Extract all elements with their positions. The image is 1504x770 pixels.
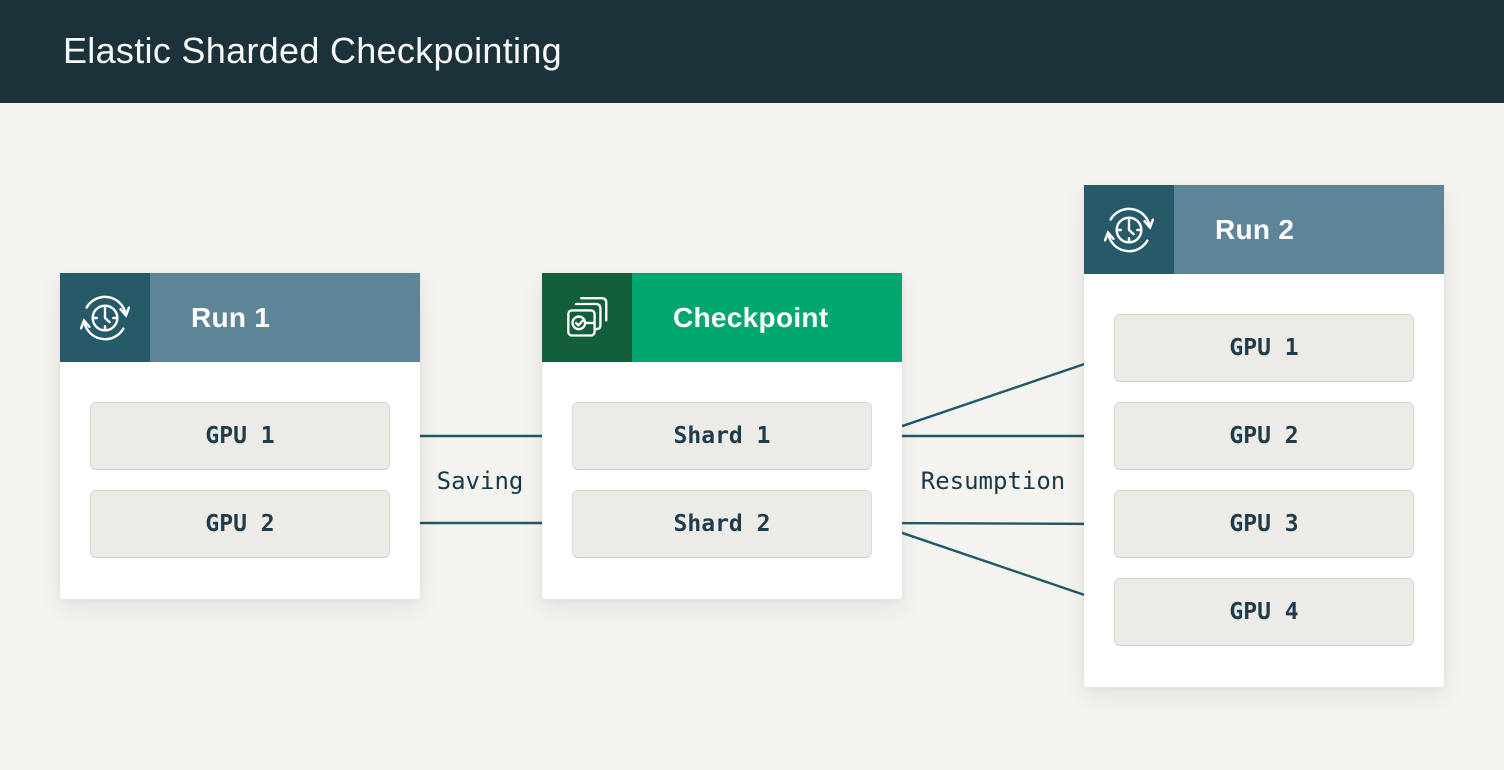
sync-clock-icon xyxy=(60,273,150,362)
card-run-2-title: Run 2 xyxy=(1215,213,1295,245)
flow-arrow-resumption xyxy=(872,518,1113,529)
card-checkpoint-title: Checkpoint xyxy=(673,301,829,333)
node-label: Shard 2 xyxy=(673,511,771,537)
card-checkpoint: Checkpoint Shard 1 Shard 2 xyxy=(542,273,902,599)
flow-arrow-resumption xyxy=(872,352,1113,438)
page-title: Elastic Sharded Checkpointing xyxy=(63,30,562,71)
card-run-1-body: GPU 1 GPU 2 xyxy=(60,362,420,558)
sync-clock-icon xyxy=(1084,185,1174,274)
node-box-gpu-1: GPU 1 xyxy=(1114,314,1414,382)
checkpoint-stack-icon xyxy=(542,273,632,362)
card-run-1-header: Run 1 xyxy=(60,273,420,362)
node-label: GPU 2 xyxy=(1229,423,1299,449)
node-box-gpu-2: GPU 2 xyxy=(90,490,390,558)
node-label: GPU 4 xyxy=(1229,599,1299,625)
title-bar: Elastic Sharded Checkpointing xyxy=(0,0,1504,103)
node-box-gpu-4: GPU 4 xyxy=(1114,578,1414,646)
card-run-2: Run 2 GPU 1 GPU 2 GPU 3 GPU 4 xyxy=(1084,185,1444,687)
card-run-1-band: Run 1 xyxy=(150,273,420,362)
node-label: Shard 1 xyxy=(673,423,771,449)
node-box-gpu-1: GPU 1 xyxy=(90,402,390,470)
card-checkpoint-band: Checkpoint xyxy=(632,273,902,362)
card-checkpoint-header: Checkpoint xyxy=(542,273,902,362)
card-run-2-band: Run 2 xyxy=(1174,185,1444,274)
card-run-1-title: Run 1 xyxy=(191,301,271,333)
node-box-gpu-2: GPU 2 xyxy=(1114,402,1414,470)
node-box-shard-2: Shard 2 xyxy=(572,490,872,558)
node-label: GPU 2 xyxy=(205,511,275,537)
node-label: GPU 1 xyxy=(1229,335,1299,361)
resumption-label: Resumption xyxy=(920,467,1066,495)
node-label: GPU 1 xyxy=(205,423,275,449)
saving-label: Saving xyxy=(436,467,524,495)
node-box-gpu-3: GPU 3 xyxy=(1114,490,1414,558)
card-run-1: Run 1 GPU 1 GPU 2 xyxy=(60,273,420,599)
node-box-shard-1: Shard 1 xyxy=(572,402,872,470)
flow-arrow-resumption xyxy=(872,521,1113,607)
card-checkpoint-body: Shard 1 Shard 2 xyxy=(542,362,902,558)
card-run-2-body: GPU 1 GPU 2 GPU 3 GPU 4 xyxy=(1084,274,1444,646)
card-run-2-header: Run 2 xyxy=(1084,185,1444,274)
node-label: GPU 3 xyxy=(1229,511,1299,537)
